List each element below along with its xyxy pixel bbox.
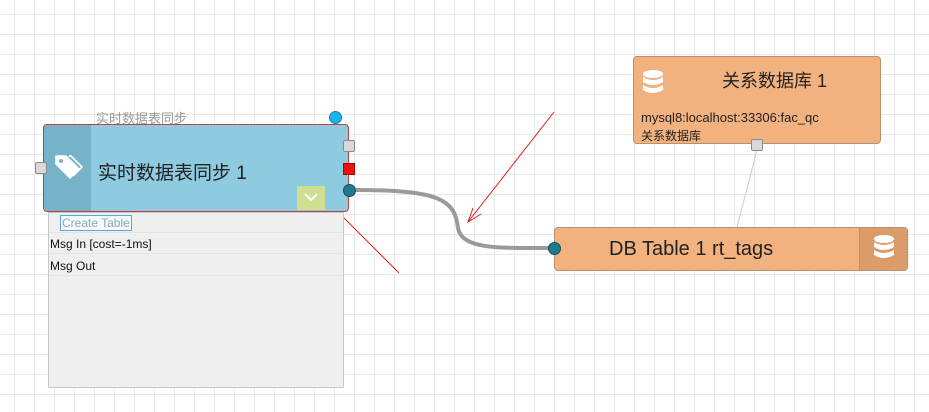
node-detail-panel: Create Table Msg In [cost=-1ms] Msg Out [48, 212, 344, 388]
msg-out-row: Msg Out [49, 256, 343, 276]
node-caption: 实时数据表同步 [96, 111, 188, 126]
node-icon-block [44, 125, 91, 211]
input-port[interactable] [35, 162, 47, 174]
arrow-to-wire-head [467, 207, 482, 224]
db-node-title: 关系数据库 1 [722, 71, 828, 91]
db-type-label: 关系数据库 [641, 129, 702, 143]
collapse-button[interactable] [297, 186, 325, 210]
tags-icon [53, 153, 83, 184]
database-icon [641, 69, 665, 100]
db-table-node[interactable]: DB Table 1 rt_tags [554, 227, 908, 271]
db-connection-string: mysql8:localhost:33306:fac_qc [641, 110, 819, 125]
relational-db-node[interactable]: 关系数据库 1 mysql8:localhost:33306:fac_qc 关系… [633, 56, 881, 144]
db-output-port[interactable] [751, 139, 763, 151]
output-port-gray[interactable] [343, 140, 355, 152]
database-icon [872, 234, 896, 265]
chevron-down-icon [303, 189, 319, 207]
status-port[interactable] [329, 111, 342, 124]
output-port-error[interactable] [343, 163, 355, 175]
table-node-title: DB Table 1 rt_tags [609, 238, 774, 260]
db-link-line [736, 149, 758, 228]
node-title: 实时数据表同步 1 [98, 163, 247, 184]
create-table-button[interactable]: Create Table [60, 215, 132, 231]
msg-in-row: Msg In [cost=-1ms] [49, 234, 343, 254]
realtime-sync-node[interactable]: 实时数据表同步 1 [43, 124, 349, 212]
connection-wire[interactable] [355, 188, 555, 251]
table-node-icon-block [859, 228, 907, 270]
output-port-main[interactable] [343, 184, 356, 197]
arrow-to-collapse [332, 206, 400, 274]
arrow-to-wire [467, 111, 555, 223]
panel-row-action: Create Table [49, 213, 343, 233]
table-input-port[interactable] [548, 242, 561, 255]
